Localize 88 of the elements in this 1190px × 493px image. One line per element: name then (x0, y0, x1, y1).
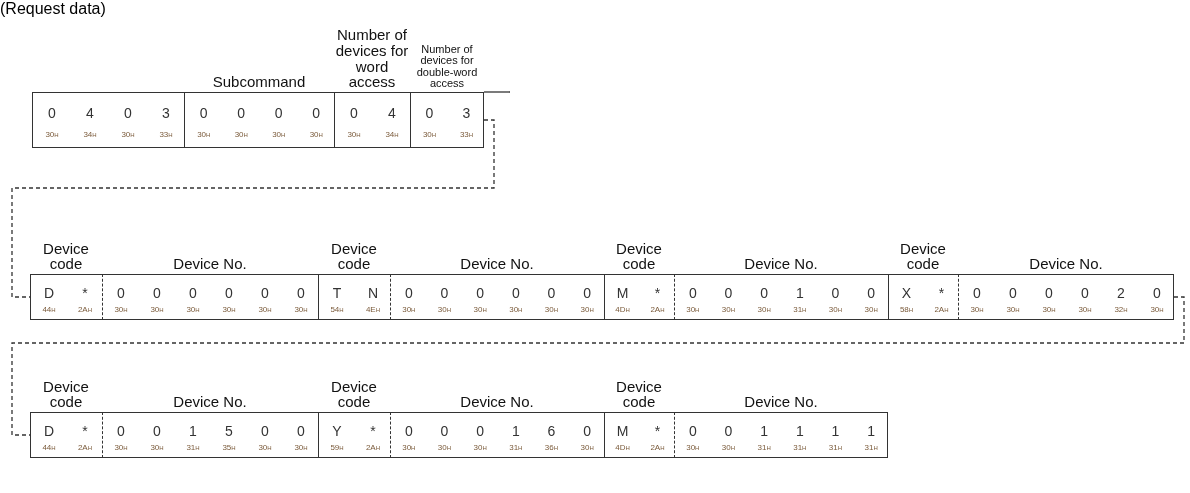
character: 0 (475, 423, 486, 440)
character: 0 (403, 423, 414, 440)
field-label: Number of devices for double-word access (415, 43, 479, 90)
character: * (653, 285, 662, 302)
character: 0 (546, 285, 557, 302)
character: Y (331, 423, 343, 440)
character: 0 (972, 285, 982, 302)
character: 0 (582, 423, 593, 440)
character: 3 (161, 105, 171, 122)
field-label: Device No. (1028, 256, 1104, 272)
character: 0 (296, 423, 306, 440)
field-label: Device code (899, 240, 947, 272)
character: 1 (188, 423, 198, 440)
character: 0 (723, 285, 734, 302)
field-label: Device No. (743, 394, 819, 410)
character: 1 (830, 423, 841, 440)
field-label: Device No. (172, 256, 248, 272)
character: 0 (296, 285, 306, 302)
character: 0 (1152, 285, 1162, 302)
field-label: Device No. (743, 256, 819, 272)
character: 0 (224, 285, 234, 302)
character: 0 (152, 423, 162, 440)
field-label: Device code (330, 240, 378, 272)
field-label: Device No. (459, 394, 535, 410)
character: 0 (439, 285, 450, 302)
character: 1 (510, 423, 521, 440)
character: 0 (723, 423, 734, 440)
field-label: Device No. (172, 394, 248, 410)
character: 0 (866, 285, 877, 302)
character: D (42, 423, 56, 440)
character: X (900, 285, 913, 302)
character: 0 (260, 423, 270, 440)
character: 0 (1080, 285, 1090, 302)
character: 0 (475, 285, 486, 302)
character: 5 (224, 423, 234, 440)
continuation-line (11, 119, 495, 298)
character: * (369, 423, 377, 440)
character: 0 (510, 285, 521, 302)
character: 0 (687, 285, 698, 302)
character: 0 (687, 423, 698, 440)
character: 0 (1008, 285, 1018, 302)
character: 6 (546, 423, 557, 440)
character: * (937, 285, 946, 302)
field-label: Subcommand (211, 74, 307, 90)
character: D (42, 285, 56, 302)
character: 0 (198, 105, 209, 122)
field-label: Device code (330, 378, 378, 410)
character: 0 (349, 105, 359, 122)
character: 0 (273, 105, 284, 122)
character: 4 (387, 105, 397, 122)
character: 0 (123, 105, 133, 122)
character: M (615, 285, 630, 302)
character: 0 (47, 105, 57, 122)
field-label: Device No. (459, 256, 535, 272)
character: M (615, 423, 630, 440)
character: 1 (794, 423, 805, 440)
character: 0 (1044, 285, 1054, 302)
character: 0 (582, 285, 593, 302)
character: 0 (424, 105, 435, 122)
character: 0 (236, 105, 247, 122)
character: 0 (439, 423, 450, 440)
character: 0 (188, 285, 198, 302)
character: 0 (311, 105, 322, 122)
field-label: Device code (615, 378, 663, 410)
character: 0 (830, 285, 841, 302)
character: * (653, 423, 662, 440)
character: * (81, 423, 89, 440)
field-label: Device code (42, 378, 90, 410)
continuation-line (11, 296, 1185, 436)
field-label: Number of devices for word access (334, 27, 410, 90)
character: 0 (260, 285, 270, 302)
diagram-title: (Request data) (0, 0, 106, 18)
character: 0 (116, 423, 126, 440)
character: 1 (866, 423, 877, 440)
character: N (366, 285, 380, 302)
character: 0 (403, 285, 414, 302)
character: 4 (85, 105, 95, 122)
character: 0 (759, 285, 770, 302)
character: 1 (759, 423, 770, 440)
character: 2 (1116, 285, 1126, 302)
character: T (331, 285, 343, 302)
field-label: Device code (42, 240, 90, 272)
character: 1 (794, 285, 805, 302)
character: 3 (461, 105, 472, 122)
character: * (81, 285, 89, 302)
character: 0 (116, 285, 126, 302)
field-label: Device code (615, 240, 663, 272)
character: 0 (152, 285, 162, 302)
